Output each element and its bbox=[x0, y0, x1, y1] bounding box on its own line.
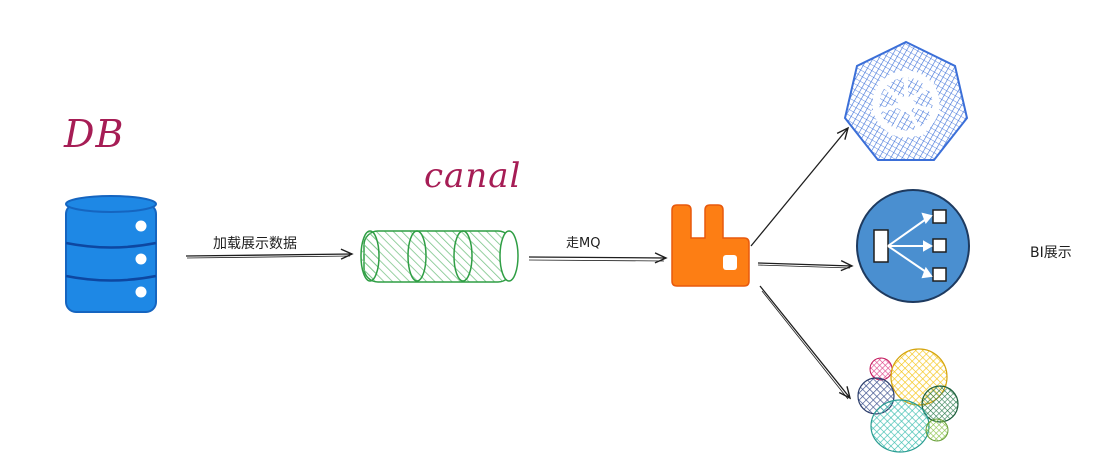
arrows bbox=[185, 126, 854, 400]
arrow-mq-to-es-sketch bbox=[761, 290, 849, 400]
arrow-db-to-canal bbox=[185, 248, 354, 260]
arrow-canal-to-mq bbox=[528, 252, 668, 264]
arrow-db-to-canal-sketch bbox=[186, 255, 351, 259]
arrow-canal-to-mq-sketch bbox=[528, 259, 665, 262]
kubernetes-icon bbox=[843, 40, 969, 161]
bi-flow-icon bbox=[856, 189, 970, 303]
edge-label-mq: 走MQ bbox=[566, 236, 601, 251]
database-icon bbox=[65, 195, 157, 313]
rabbitmq-icon bbox=[671, 204, 750, 287]
arrow-mq-to-bi-sketch bbox=[757, 264, 851, 269]
canal-pipe-icon bbox=[360, 230, 519, 283]
arrow-mq-to-bi bbox=[757, 260, 854, 272]
elastic-icon bbox=[857, 348, 959, 453]
canal-title: canal bbox=[424, 156, 522, 196]
bi-label: BI展示 bbox=[1030, 245, 1072, 261]
db-title: DB bbox=[64, 112, 125, 156]
arrow-mq-to-k8s bbox=[750, 126, 850, 247]
edge-label-load: 加载展示数据 bbox=[213, 236, 297, 252]
arrow-mq-to-es bbox=[759, 285, 852, 400]
